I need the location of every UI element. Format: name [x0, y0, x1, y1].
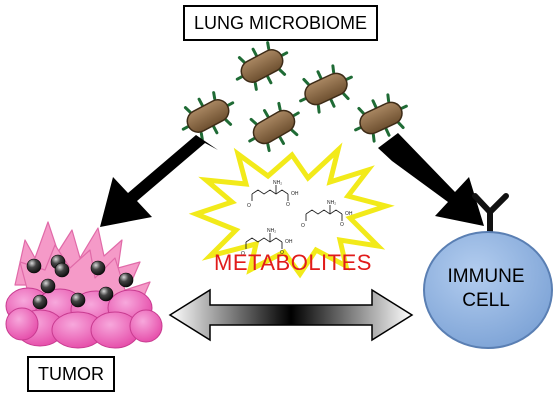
- molecule-o-label: O: [286, 202, 290, 208]
- metabolites-label: METABOLITES: [214, 250, 372, 275]
- arrow-icon: [378, 133, 484, 226]
- molecule-nh2-label: NH₂: [273, 180, 282, 186]
- bacteria-icon: [299, 64, 353, 114]
- bacteria-group: [181, 41, 408, 153]
- immune-cell-label-line2: CELL: [462, 290, 510, 311]
- tumor-label: TUMOR: [27, 356, 115, 392]
- bacteria-icon: [235, 41, 289, 91]
- molecule-o-label: O: [301, 223, 305, 229]
- molecule-o-label: O: [280, 250, 284, 256]
- immune-cell-label-line1: IMMUNE: [447, 266, 525, 287]
- arrow-icon: [100, 135, 218, 227]
- molecule-oh-label: OH: [345, 211, 353, 217]
- tumor-icon: [5, 221, 163, 349]
- arrow-to-tumor: [100, 135, 218, 227]
- immune-cell-label: IMMUNE CELL: [430, 265, 542, 313]
- double-arrow-icon: [168, 288, 414, 342]
- bacteria-icon: [354, 93, 408, 143]
- molecule-nh2-label: NH₂: [267, 228, 276, 234]
- lung-microbiome-label: LUNG MICROBIOME: [183, 5, 379, 41]
- molecule-nh2-label: NH₂: [327, 200, 336, 206]
- molecule-oh-label: OH: [285, 239, 293, 245]
- burst-icon: [188, 142, 395, 279]
- molecule-o-label: O: [340, 222, 344, 228]
- molecule-o-label: O: [247, 203, 251, 209]
- molecule-oh-label: OH: [291, 191, 299, 197]
- antibody-receptor-icon: [472, 193, 509, 235]
- bacteria-icon: [248, 101, 300, 153]
- molecule-o-label: O: [241, 251, 245, 257]
- bacteria-icon: [181, 91, 235, 141]
- arrow-to-immune-cell: [378, 133, 484, 226]
- immune-cell-icon: [423, 193, 553, 349]
